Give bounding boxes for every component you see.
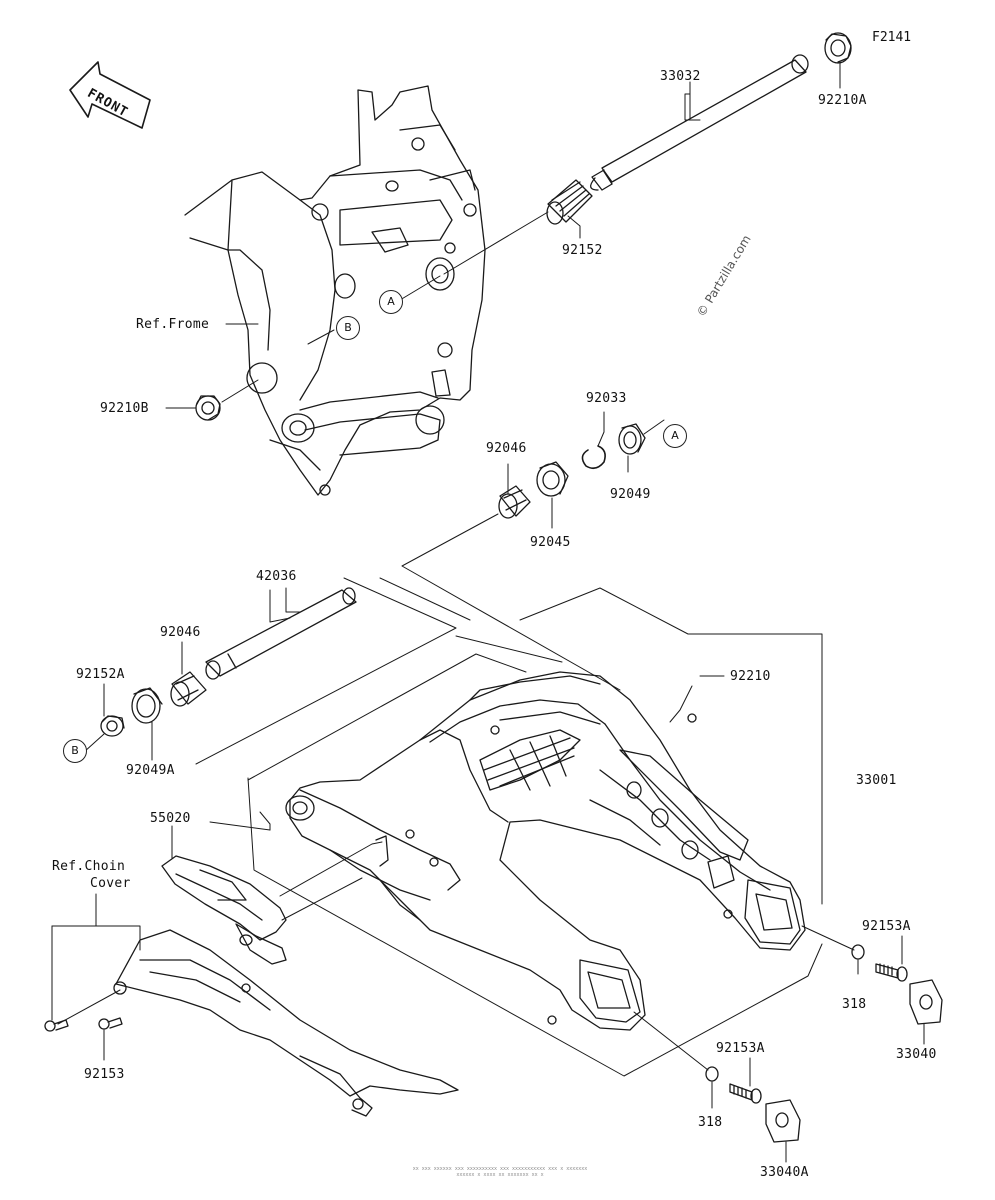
collar-92152A — [100, 715, 125, 737]
part-label-33001: 33001 — [856, 773, 897, 788]
bolt-92153 — [98, 1017, 123, 1030]
part-label-92153A-bottom: 92153A — [716, 1041, 765, 1056]
nut-318-bottom — [705, 1066, 719, 1082]
front-arrow-icon — [69, 61, 151, 129]
pivot-shaft — [590, 54, 809, 191]
part-label-318-right: 318 — [842, 997, 867, 1012]
figure-code: F2141 — [872, 30, 912, 45]
swingarm-33001 — [285, 671, 806, 1031]
part-label-33040A: 33040A — [760, 1165, 809, 1180]
callout-a-frame: A — [379, 290, 403, 314]
footer-fine-print: xx xxx xxxxxx xxx xxxxxxxxxx xxx xxxxxxx… — [340, 1166, 660, 1178]
chain-cover-ref — [113, 929, 459, 1117]
frame-outline — [184, 85, 486, 496]
ref-frame-label: Ref.Frome — [136, 317, 210, 332]
part-label-92046-top: 92046 — [486, 441, 527, 456]
callout-b-collar: B — [63, 739, 87, 763]
ref-chain-cover-label-line2: Cover — [90, 876, 131, 891]
bearing-92046-top — [498, 485, 531, 519]
collar-92152 — [546, 179, 593, 225]
circlip-92033 — [581, 445, 606, 470]
nut-92210B — [195, 395, 221, 421]
adjuster-33040A — [765, 1099, 801, 1143]
part-label-92152A: 92152A — [76, 667, 125, 682]
ref-chain-cover-label-line1: Ref.Choin — [52, 859, 126, 874]
callout-b-frame: B — [336, 316, 360, 340]
footer-line-2: xxxxxx x xxxx xx xxxxxxx xx x — [456, 1172, 544, 1178]
bolt-92153A-right — [875, 963, 908, 982]
part-label-92153: 92153 — [84, 1067, 125, 1082]
part-label-33040: 33040 — [896, 1047, 937, 1062]
part-label-318-bottom: 318 — [698, 1115, 723, 1130]
part-label-92049A: 92049A — [126, 763, 175, 778]
part-label-33032: 33032 — [660, 69, 701, 84]
part-label-92045: 92045 — [530, 535, 571, 550]
part-label-55020: 55020 — [150, 811, 191, 826]
part-label-92033: 92033 — [586, 391, 627, 406]
seal-92049A — [131, 687, 163, 724]
bolt-92153-left — [44, 1019, 69, 1032]
adjuster-33040 — [909, 979, 943, 1025]
chain-guard-55020 — [161, 855, 287, 965]
bearing-92045 — [536, 461, 569, 497]
part-label-92210B: 92210B — [100, 401, 149, 416]
part-label-92046-mid: 92046 — [160, 625, 201, 640]
bearing-92046-mid — [170, 671, 207, 707]
part-label-92152: 92152 — [562, 243, 603, 258]
leader-lines — [51, 61, 925, 1163]
footer-line-1: xx xxx xxxxxx xxx xxxxxxxxxx xxx xxxxxxx… — [412, 1166, 588, 1172]
seal-92049 — [618, 423, 646, 455]
callout-a-seal: A — [663, 424, 687, 448]
part-label-92049: 92049 — [610, 487, 651, 502]
bolt-92153A-bottom — [729, 1083, 762, 1104]
part-label-92210A: 92210A — [818, 93, 867, 108]
nut-92210A — [824, 32, 852, 64]
part-label-42036: 42036 — [256, 569, 297, 584]
sleeve-42036 — [205, 587, 357, 680]
part-label-92210: 92210 — [730, 669, 771, 684]
part-label-92153A-right: 92153A — [862, 919, 911, 934]
nut-318-right — [851, 944, 865, 960]
